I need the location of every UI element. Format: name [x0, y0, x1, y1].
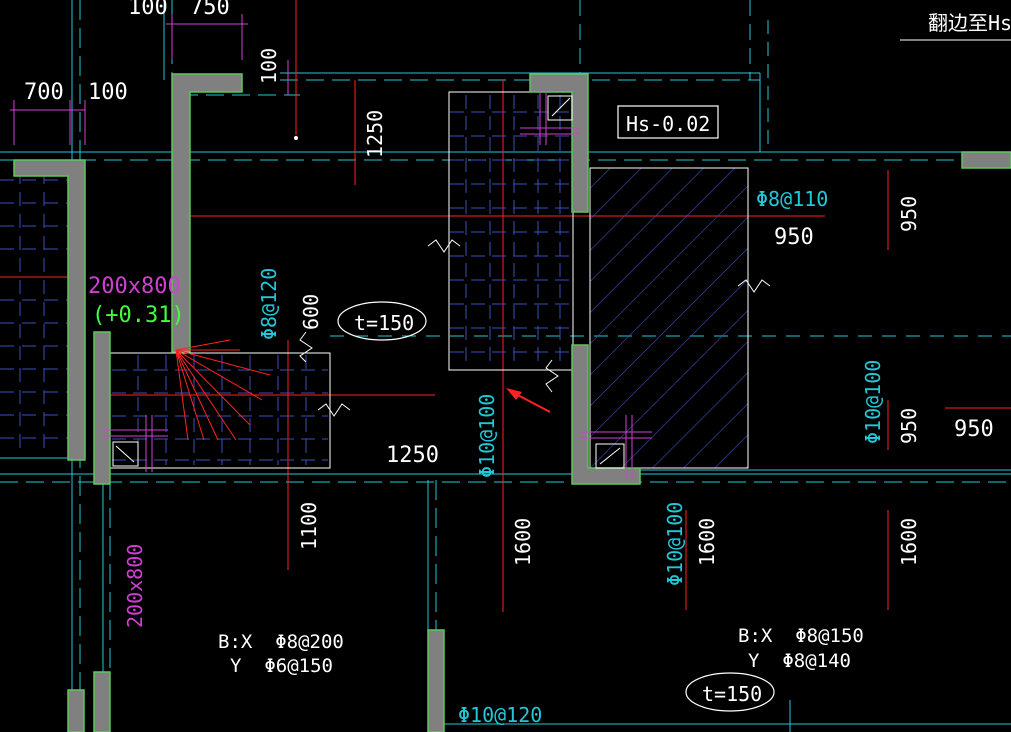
dim-100-vert: 100: [257, 48, 281, 84]
hook-symbols: [112, 95, 625, 469]
red-arrow: [506, 388, 551, 413]
slab-right-bx: B:X Φ8@150: [738, 625, 864, 647]
beam1-offset: (+0.31): [92, 303, 185, 328]
dim-750-top: 750: [190, 0, 230, 20]
dim-600: 600: [299, 294, 323, 330]
slab-thickness-left: t=150: [354, 311, 414, 335]
dim-1250-vert: 1250: [363, 110, 387, 158]
beam1-size: 200x800: [88, 274, 181, 299]
beam2-size: 200x800: [123, 544, 147, 628]
wall-bottom-left-b: [67, 689, 85, 732]
dim-100-top: 100: [128, 0, 168, 20]
dim-950-d: 950: [954, 417, 994, 442]
header-note: 翻边至Hs=: [928, 11, 1011, 35]
rebar-10-100-a: Φ10@100: [475, 394, 499, 478]
rebar-10-100-c: Φ10@100: [861, 360, 885, 444]
wall-bottom-left-a: [93, 671, 111, 732]
slab-right-by: Y Φ8@140: [748, 650, 851, 672]
break-symbols: [299, 239, 771, 417]
rebar-8-120: Φ8@120: [257, 268, 281, 340]
rebar-mesh-left-edge: [0, 170, 68, 455]
hatched-recess-area: [589, 167, 749, 469]
thickness-ellipse-right: [685, 672, 775, 712]
wall-bottom-center: [427, 629, 445, 732]
elevation-tag: Hs-0.02: [626, 112, 710, 136]
rebar-mesh-upper-center: [450, 95, 572, 368]
dim-1600-a: 1600: [511, 518, 535, 566]
elevation-tag-box: [617, 105, 719, 139]
slab-edge-upper-center: [448, 91, 574, 371]
radial-additional-bars: [175, 339, 271, 441]
wall-upper-left: [171, 73, 243, 353]
dim-950-c: 950: [897, 408, 921, 444]
wall-center: [571, 344, 641, 485]
dim-700: 700: [24, 80, 64, 105]
dim-1100: 1100: [297, 502, 321, 550]
wall-upper-center: [529, 73, 589, 213]
dim-100-left: 100: [88, 80, 128, 105]
walls: [13, 73, 1011, 732]
wall-right: [961, 151, 1011, 169]
dim-1600-b: 1600: [695, 518, 719, 566]
dim-1600-c: 1600: [897, 518, 921, 566]
dim-950-a: 950: [774, 225, 814, 250]
wall-left-top: [13, 159, 86, 461]
rebar-10-120: Φ10@120: [458, 703, 542, 727]
dim-1250-horiz: 1250: [386, 443, 439, 468]
thickness-ellipse-left: [337, 301, 427, 341]
rebar-10-100-b: Φ10@100: [663, 502, 687, 586]
slab-left-bx: B:X Φ8@200: [218, 631, 344, 653]
magenta-crosses: [102, 90, 652, 478]
dimension-lines: [10, 14, 289, 145]
slab-thickness-right: t=150: [702, 682, 762, 706]
slab-left-by: Y Φ6@150: [230, 655, 333, 677]
axis-end-dot: [294, 136, 298, 140]
wall-left-mid: [93, 331, 111, 485]
rebar-8-110: Φ8@110: [756, 187, 828, 211]
dim-950-b: 950: [897, 196, 921, 232]
